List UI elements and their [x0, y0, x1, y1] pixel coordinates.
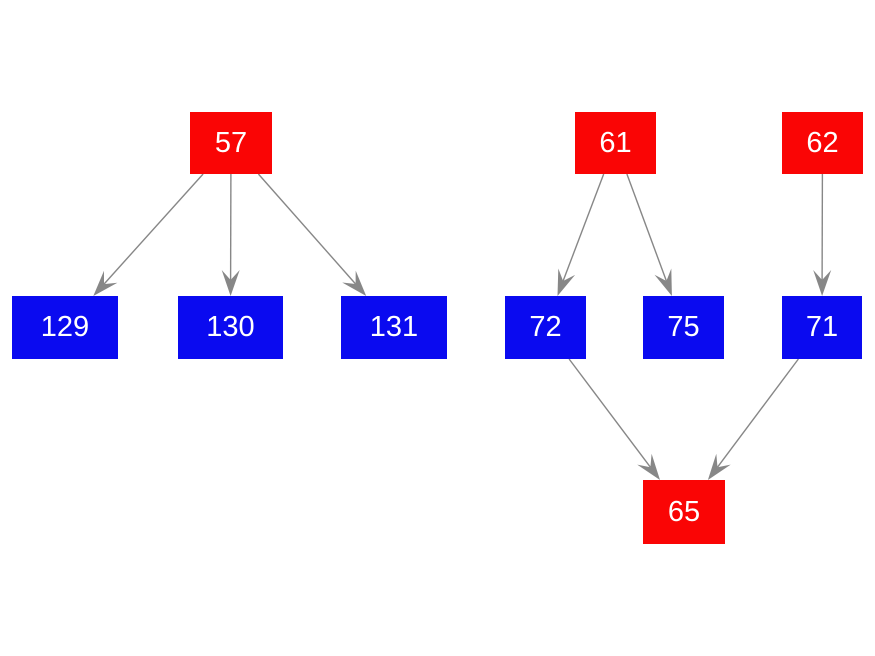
node-label: 61	[599, 126, 632, 159]
edge-61-72	[557, 173, 605, 296]
arrowhead-icon	[707, 453, 731, 480]
node-129[interactable]: 129	[12, 296, 118, 359]
edge-line	[626, 173, 668, 282]
node-label: 71	[805, 311, 839, 343]
arrowhead-icon	[557, 268, 576, 296]
edge-71-65	[707, 358, 799, 480]
edge-57-131	[257, 173, 367, 296]
node-label: 62	[806, 126, 839, 159]
node-57[interactable]: 57	[190, 112, 272, 174]
node-62[interactable]: 62	[782, 112, 863, 174]
node-label: 129	[40, 311, 90, 343]
node-label: 57	[214, 126, 248, 159]
arrowhead-icon	[342, 270, 367, 296]
node-label: 72	[529, 311, 562, 343]
arrowhead-icon	[221, 270, 240, 296]
node-61[interactable]: 61	[575, 112, 656, 174]
node-label: 130	[206, 311, 255, 343]
edge-61-75	[626, 173, 672, 296]
edge-line	[562, 173, 605, 282]
edge-line	[716, 358, 799, 468]
arrowhead-icon	[93, 270, 118, 296]
node-72[interactable]: 72	[505, 296, 586, 359]
node-75[interactable]: 75	[643, 296, 724, 359]
edge-72-65	[568, 358, 660, 480]
arrowhead-icon	[813, 270, 832, 296]
edge-line	[568, 358, 651, 468]
node-label: 131	[369, 311, 419, 343]
node-65[interactable]: 65	[643, 480, 725, 544]
node-label: 75	[667, 311, 700, 343]
edge-57-130	[221, 173, 240, 296]
edge-62-71	[813, 173, 832, 296]
arrowhead-icon	[637, 453, 660, 480]
node-131[interactable]: 131	[341, 296, 447, 359]
node-130[interactable]: 130	[178, 296, 283, 359]
node-label: 65	[667, 495, 701, 528]
edge-57-129	[93, 173, 204, 296]
edge-line	[103, 173, 204, 285]
node-71[interactable]: 71	[782, 296, 862, 359]
edge-line	[257, 173, 357, 285]
arrowhead-icon	[654, 268, 672, 296]
